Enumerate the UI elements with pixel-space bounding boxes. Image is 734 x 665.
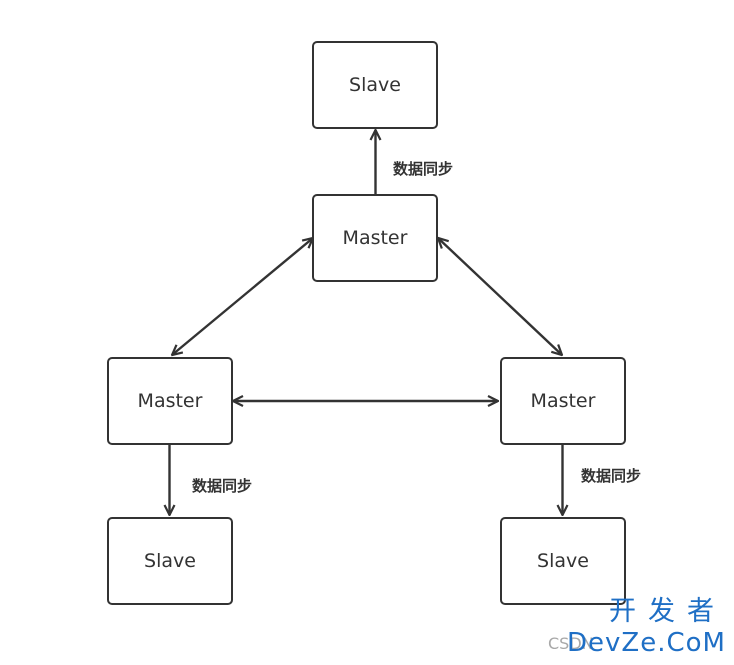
left-master-label: Master [137,390,203,412]
watermark-line1: 开发者 [609,596,726,627]
left-slave-label: Slave [144,550,196,572]
left-slave-node: Slave [107,517,233,605]
top-slave-node: Slave [312,41,438,129]
edge-top-master-right-master [438,238,562,355]
top-master-node: Master [312,194,438,282]
left-sync-label: 数据同步 [192,477,253,495]
right-slave-label: Slave [537,550,589,572]
right-master-label: Master [530,390,596,412]
top-master-label: Master [342,227,408,249]
top-slave-label: Slave [349,74,401,96]
watermark: 开发者 CSDN DevZe.CoM [548,596,734,665]
right-master-node: Master [500,357,626,445]
right-slave-node: Slave [500,517,626,605]
right-sync-label: 数据同步 [581,467,642,485]
watermark-csdn: CSDN [548,634,594,653]
top-sync-label: 数据同步 [393,160,454,178]
left-master-node: Master [107,357,233,445]
watermark-line2: DevZe.CoM [567,628,726,658]
edge-top-master-left-master [172,238,313,355]
